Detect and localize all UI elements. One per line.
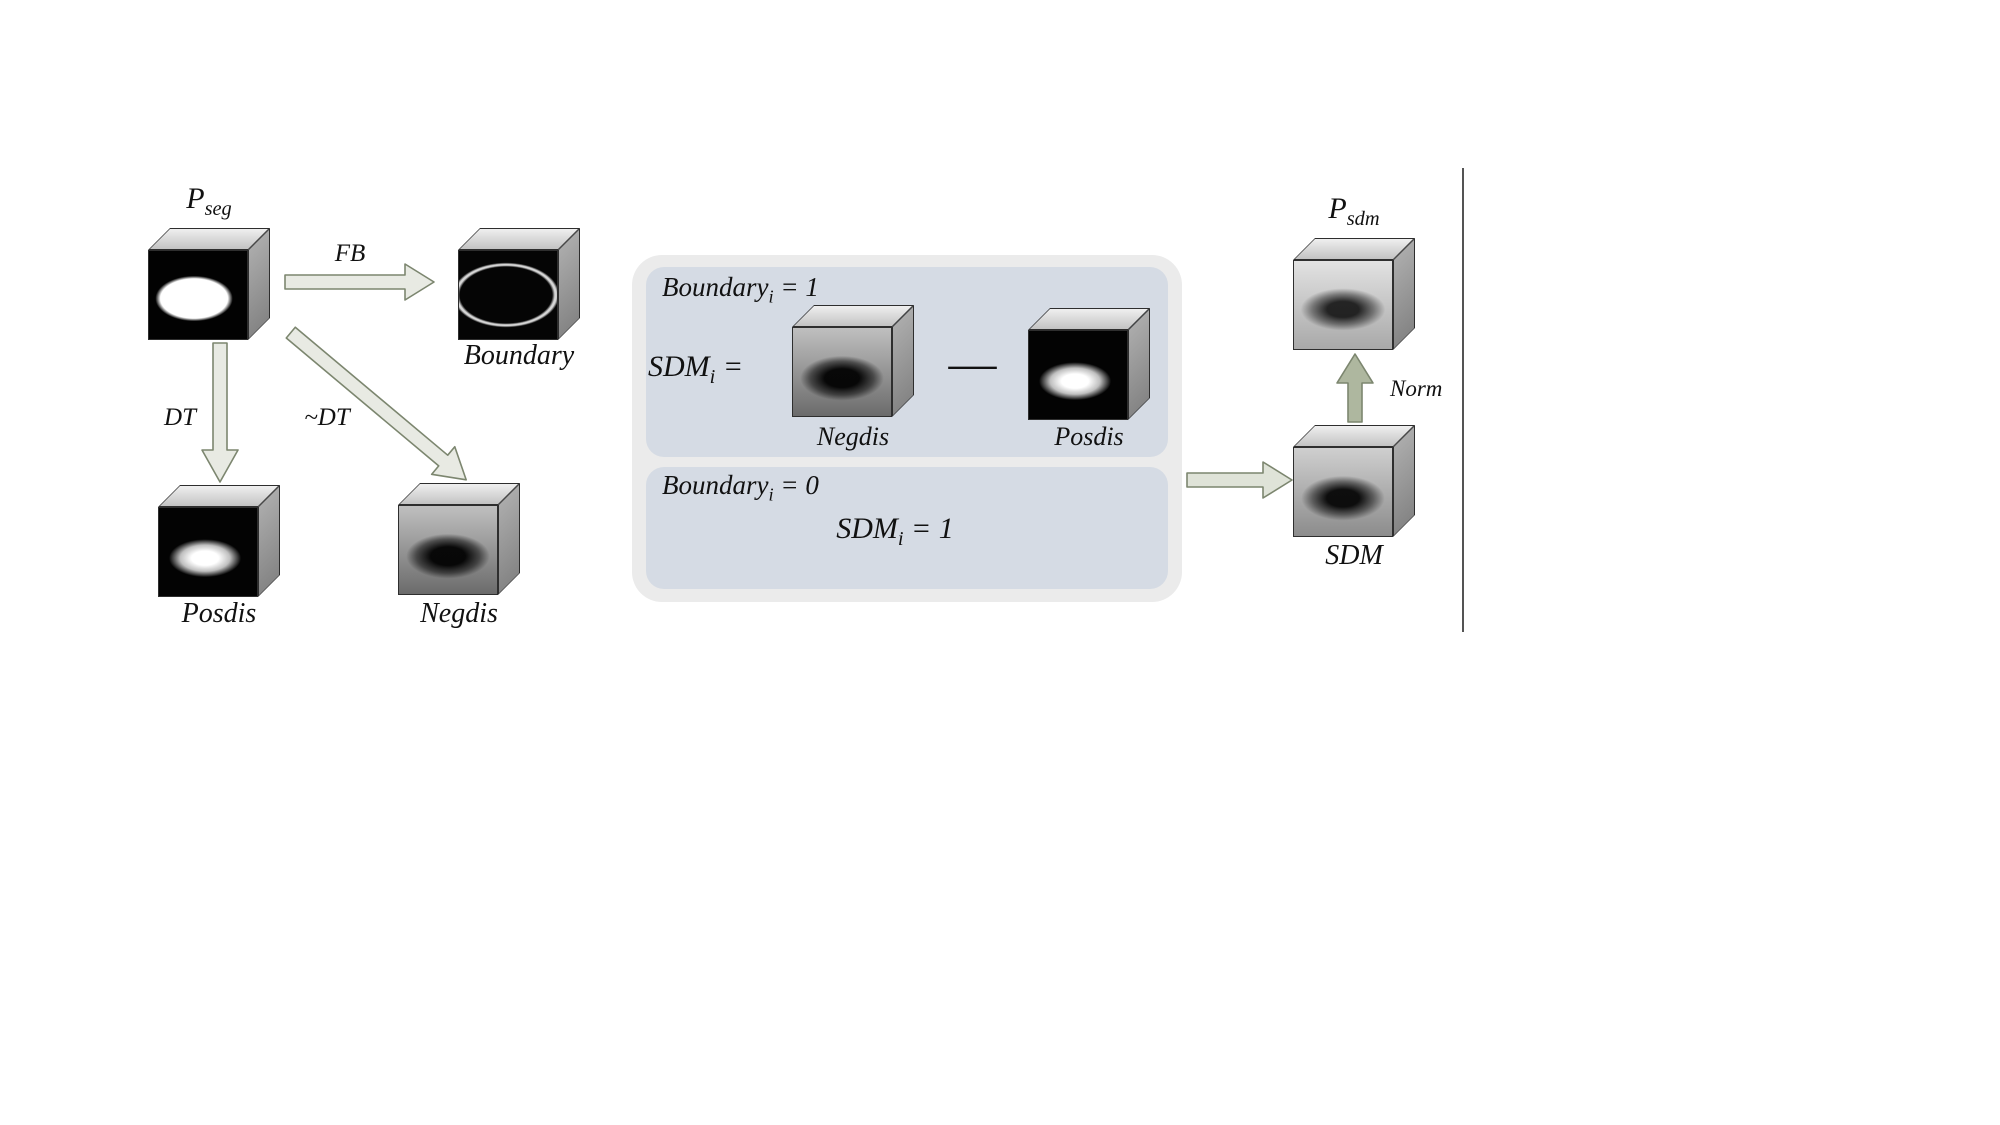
cube-side-face bbox=[248, 228, 270, 340]
case2-condition-rest: = 0 bbox=[773, 470, 819, 500]
cube-front-face bbox=[1293, 260, 1393, 350]
sdm-label: SDM bbox=[1325, 540, 1383, 571]
cube-front-face bbox=[458, 250, 558, 340]
ndt-arrow bbox=[285, 326, 467, 481]
boundary-label: Boundary bbox=[463, 340, 575, 371]
pseg-label-sub: seg bbox=[204, 198, 232, 220]
psdm-label-main: P bbox=[1328, 192, 1347, 225]
case2-equation-main: SDM bbox=[836, 512, 898, 545]
case1-condition-sub: i bbox=[768, 286, 774, 307]
case1-posdis-cube bbox=[1028, 308, 1150, 420]
cube-front-face bbox=[398, 505, 498, 595]
norm-arrow bbox=[1336, 353, 1374, 423]
pseg-label: Pseg bbox=[148, 182, 270, 221]
psdm-label: Psdm bbox=[1293, 192, 1415, 231]
cube-side-face bbox=[892, 305, 914, 417]
negdis-cube bbox=[398, 483, 520, 595]
case2-equation-sub: i bbox=[897, 528, 904, 550]
negdis-label: Negdis bbox=[420, 598, 498, 629]
ndt-arrow-shape bbox=[285, 326, 467, 481]
dt-arrow bbox=[201, 342, 239, 483]
case1-condition: Boundaryi = 1 bbox=[662, 272, 819, 307]
to-sdm-arrow-shape bbox=[1186, 461, 1293, 499]
case2-condition-main: Boundary bbox=[662, 470, 769, 500]
psdm-cube bbox=[1293, 238, 1415, 350]
cube-front-face bbox=[1028, 330, 1128, 420]
cube-side-face bbox=[258, 485, 280, 597]
case2-equation: SDMi = 1 bbox=[770, 512, 1020, 551]
fb-arrow-shape bbox=[284, 263, 435, 301]
norm-arrow-label: Norm bbox=[1390, 376, 1443, 401]
case1-negdis-cube bbox=[792, 305, 914, 417]
boundary-cube bbox=[458, 228, 580, 340]
cube-front-face bbox=[1293, 447, 1393, 537]
cube-side-face bbox=[498, 483, 520, 595]
pseg-cube bbox=[148, 228, 270, 340]
fb-arrow bbox=[284, 263, 435, 301]
posdis-label: Posdis bbox=[181, 598, 257, 629]
dt-arrow-label: DT bbox=[164, 404, 196, 431]
cube-front-face bbox=[148, 250, 248, 340]
to-sdm-arrow bbox=[1186, 461, 1293, 499]
case1-lhs-rest: = bbox=[715, 350, 744, 383]
figure-divider-line bbox=[1462, 168, 1464, 632]
minus-operator: — bbox=[948, 337, 997, 390]
case1-condition-rest: = 1 bbox=[773, 272, 819, 302]
cube-side-face bbox=[1393, 425, 1415, 537]
case2-panel bbox=[646, 467, 1168, 589]
fb-arrow-label: FB bbox=[334, 240, 366, 267]
cube-side-face bbox=[558, 228, 580, 340]
psdm-label-sub: sdm bbox=[1346, 208, 1380, 230]
case1-lhs-main: SDM bbox=[648, 350, 710, 383]
posdis-cube bbox=[158, 485, 280, 597]
case1-condition-main: Boundary bbox=[662, 272, 769, 302]
case1-lhs-sub: i bbox=[709, 366, 716, 388]
case1-equation-lhs: SDMi = bbox=[648, 350, 743, 389]
cube-front-face bbox=[792, 327, 892, 417]
pseg-label-main: P bbox=[186, 182, 205, 215]
case1-negdis-label: Negdis bbox=[816, 422, 890, 451]
case2-condition-sub: i bbox=[768, 484, 774, 505]
cube-front-face bbox=[158, 507, 258, 597]
sdm-cube bbox=[1293, 425, 1415, 537]
ndt-arrow-label: ~DT bbox=[304, 404, 350, 431]
case2-condition: Boundaryi = 0 bbox=[662, 470, 819, 505]
case2-equation-rest: = 1 bbox=[903, 512, 954, 545]
cube-side-face bbox=[1128, 308, 1150, 420]
cube-side-face bbox=[1393, 238, 1415, 350]
case1-posdis-label: Posdis bbox=[1054, 422, 1124, 451]
dt-arrow-shape bbox=[201, 342, 239, 483]
norm-arrow-shape bbox=[1336, 353, 1374, 423]
